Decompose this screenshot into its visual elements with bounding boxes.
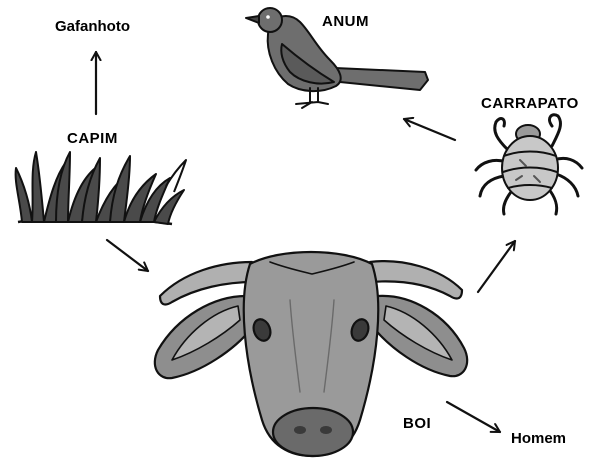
label-boi: BOI — [403, 415, 431, 432]
arrow-capim-to-boi — [107, 240, 148, 271]
grass-icon — [16, 152, 186, 224]
arrow-boi-to-carrapato — [478, 241, 515, 292]
label-homem: Homem — [511, 430, 566, 447]
arrow-carrapato-to-anum — [404, 119, 455, 140]
label-gafanhoto: Gafanhoto — [55, 18, 130, 35]
label-capim: CAPIM — [67, 130, 118, 147]
label-carrapato: CARRAPATO — [481, 95, 579, 112]
arrow-boi-to-homem — [447, 402, 500, 432]
tick-icon — [476, 115, 582, 214]
label-anum: ANUM — [322, 13, 369, 30]
